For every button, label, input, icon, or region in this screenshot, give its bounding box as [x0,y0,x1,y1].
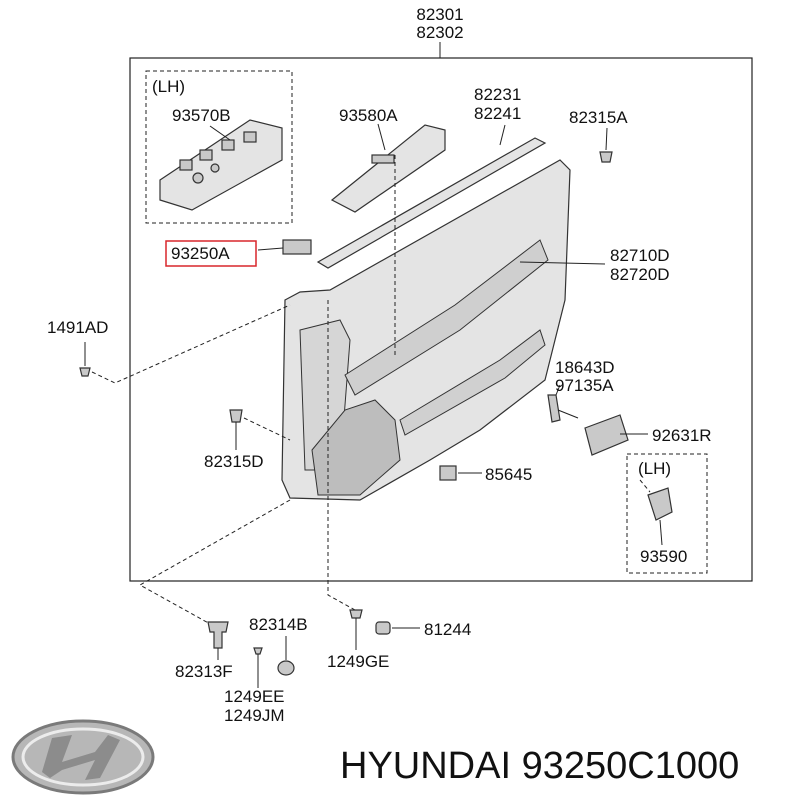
label-93580A: 93580A [339,106,398,125]
door-panel-part [281,159,571,501]
highlight-box [165,240,257,267]
label-1249EE: 1249EE [224,687,285,706]
clip-82313F [207,621,229,649]
screw-1249GE [349,609,363,619]
leader-93570B [209,125,231,141]
label-18643D: 18643D [555,358,615,377]
part-85645 [439,465,457,481]
leader-93250A [257,247,284,251]
label-82313F: 82313F [175,662,233,681]
leader-18643D [555,384,561,396]
label-93590: 93590 [640,547,687,566]
label-82315A: 82315A [569,108,628,127]
clip-82315A [599,151,613,163]
label-82301: 82301 [416,5,463,24]
label-81244: 81244 [424,620,471,639]
part-93590 [647,487,673,521]
leader-93590 [659,519,663,546]
label-1249JM: 1249JM [224,706,284,725]
label-92631R: 92631R [652,426,712,445]
leader-93580A [377,123,386,151]
label-82231: 82231 [474,85,521,104]
dash-1249GE [327,300,356,611]
dash-82313F [138,499,291,626]
label-lh-bottom: (LH) [638,459,671,478]
clip-82315D [229,409,243,423]
screw-1249EE [253,647,263,655]
brand-part-number: HYUNDAI 93250C1000 [340,745,739,787]
label-93250A: 93250A [171,244,230,263]
label-82314B: 82314B [249,615,308,634]
dash-93590 [639,479,651,493]
switch-panel-part [330,124,446,213]
window-switch-part [159,119,283,211]
dash-1491AD [91,304,291,384]
label-82302: 82302 [416,23,463,42]
leader-82231 [499,124,506,146]
label-1491AD: 1491AD [47,318,108,337]
wire-18643D [557,409,579,419]
label-82241: 82241 [474,104,521,123]
lh-bottom-box [626,453,708,574]
diagram-frame [129,57,753,582]
lh-switch-box [145,70,293,224]
part-93250A [282,239,312,255]
hyundai-logo-icon [11,719,155,795]
plug-82314B [277,660,295,676]
lamp-92631R [584,414,629,456]
nut-81244 [375,621,391,635]
label-82710D: 82710D [610,246,670,265]
dash-82315D [243,417,291,441]
trim-strip-part [316,137,547,269]
label-97135A: 97135A [555,376,614,395]
label-85645: 85645 [485,465,532,484]
leader-82710D [519,261,606,265]
label-82315D: 82315D [204,452,264,471]
label-93570B: 93570B [172,106,231,125]
part-18643D [547,394,561,423]
label-lh-top: (LH) [152,77,185,96]
label-82720D: 82720D [610,265,670,284]
label-1249GE: 1249GE [327,652,389,671]
screw-1491AD [79,367,91,377]
leader-82315A [605,127,608,151]
